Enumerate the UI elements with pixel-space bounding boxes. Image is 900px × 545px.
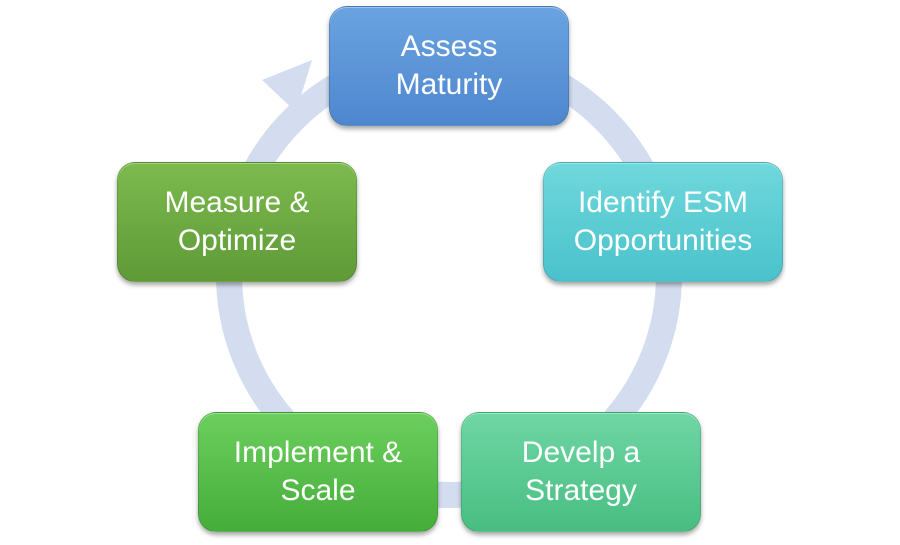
step-implement-scale: Implement & Scale — [198, 412, 438, 532]
step-measure-optimize: Measure & Optimize — [117, 162, 357, 282]
ring-arrowhead — [262, 60, 312, 112]
step-identify-esm-opportunities: Identify ESM Opportunities — [543, 162, 783, 282]
step-develop-strategy: Develp a Strategy — [461, 412, 701, 532]
step-assess-maturity: Assess Maturity — [329, 6, 569, 126]
